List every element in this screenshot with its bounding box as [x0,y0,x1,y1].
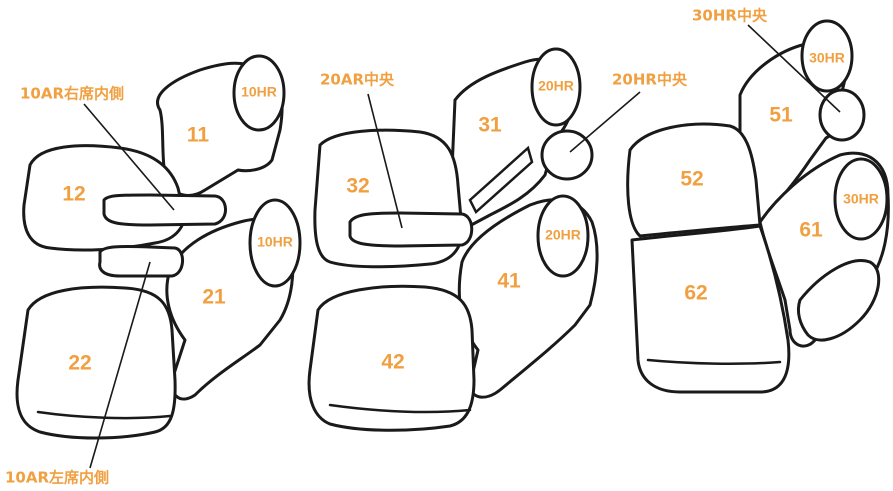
label-seat-11: 11 [187,124,210,147]
callout-10AR-left-inner: 10AR左席内側 [5,469,109,487]
label-seat-22: 22 [68,352,91,375]
label-seat-32: 32 [346,175,369,198]
label-headrest-upper: 20HR [538,78,574,94]
label-seat-12: 12 [62,183,85,206]
label-seat-61: 61 [799,219,823,242]
headrest-30HR-center [820,90,864,140]
label-headrest-upper: 10HR [241,84,277,100]
right-seat-group: 51 52 61 62 30HR 30HR 30HR中央 [628,7,889,393]
label-headrest-lower: 20HR [545,227,581,243]
label-headrest-lower: 10HR [257,234,293,250]
label-seat-62: 62 [684,282,707,305]
seat-22-cushion [17,287,175,438]
label-headrest-upper: 30HR [809,50,845,66]
label-seat-52: 52 [680,168,703,191]
label-headrest-lower: 30HR [843,191,879,207]
callout-30HR-center: 30HR中央 [692,7,768,25]
label-seat-41: 41 [497,270,521,293]
headrest-20HR-center [542,131,592,179]
label-seat-42: 42 [381,351,404,374]
left-seat-group: 11 12 21 22 10HR 10HR 10AR右席内側 10AR左席内側 [5,56,300,487]
callout-10AR-right-inner: 10AR右席内側 [20,85,124,103]
label-seat-21: 21 [202,286,226,309]
label-seat-51: 51 [769,104,793,127]
callout-20AR-center: 20AR中央 [320,71,395,89]
armrest-20AR-center [350,213,472,246]
callout-20HR-center: 20HR中央 [612,71,688,89]
seat-62-cushion [632,226,789,392]
label-seat-31: 31 [478,114,502,137]
armrest-10AR-left-inner [100,247,183,276]
